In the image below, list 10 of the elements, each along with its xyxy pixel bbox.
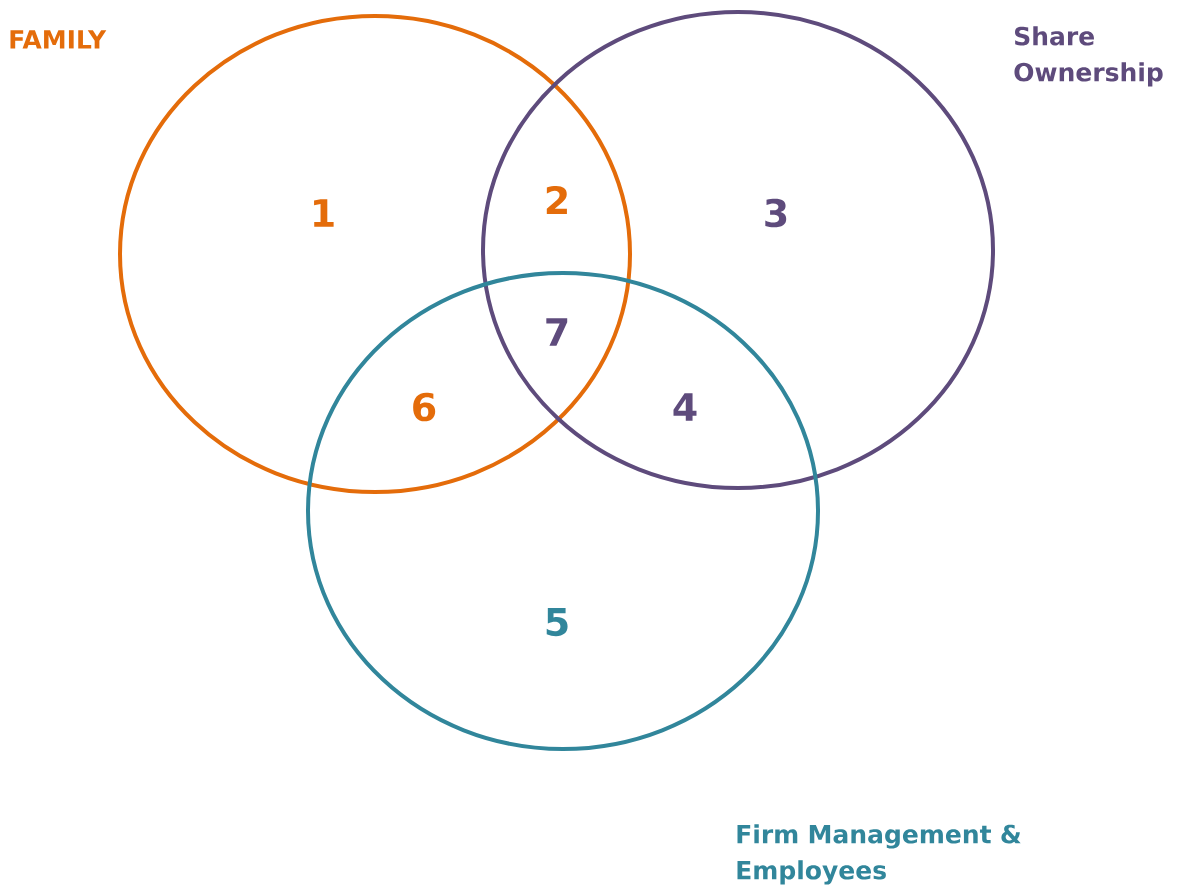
- set-title: Firm Management & Employees: [737, 824, 1021, 885]
- region-number: 6: [413, 392, 436, 422]
- region-number: 4: [673, 393, 697, 421]
- region-number: 3: [765, 198, 787, 228]
- region-number: 7: [546, 318, 568, 346]
- set-title: Share Ownership: [1014, 26, 1163, 87]
- region-number: 1: [314, 199, 334, 227]
- region-number: 2: [546, 185, 567, 215]
- set-title: FAMILY: [10, 30, 107, 49]
- region-number: 5: [546, 607, 568, 637]
